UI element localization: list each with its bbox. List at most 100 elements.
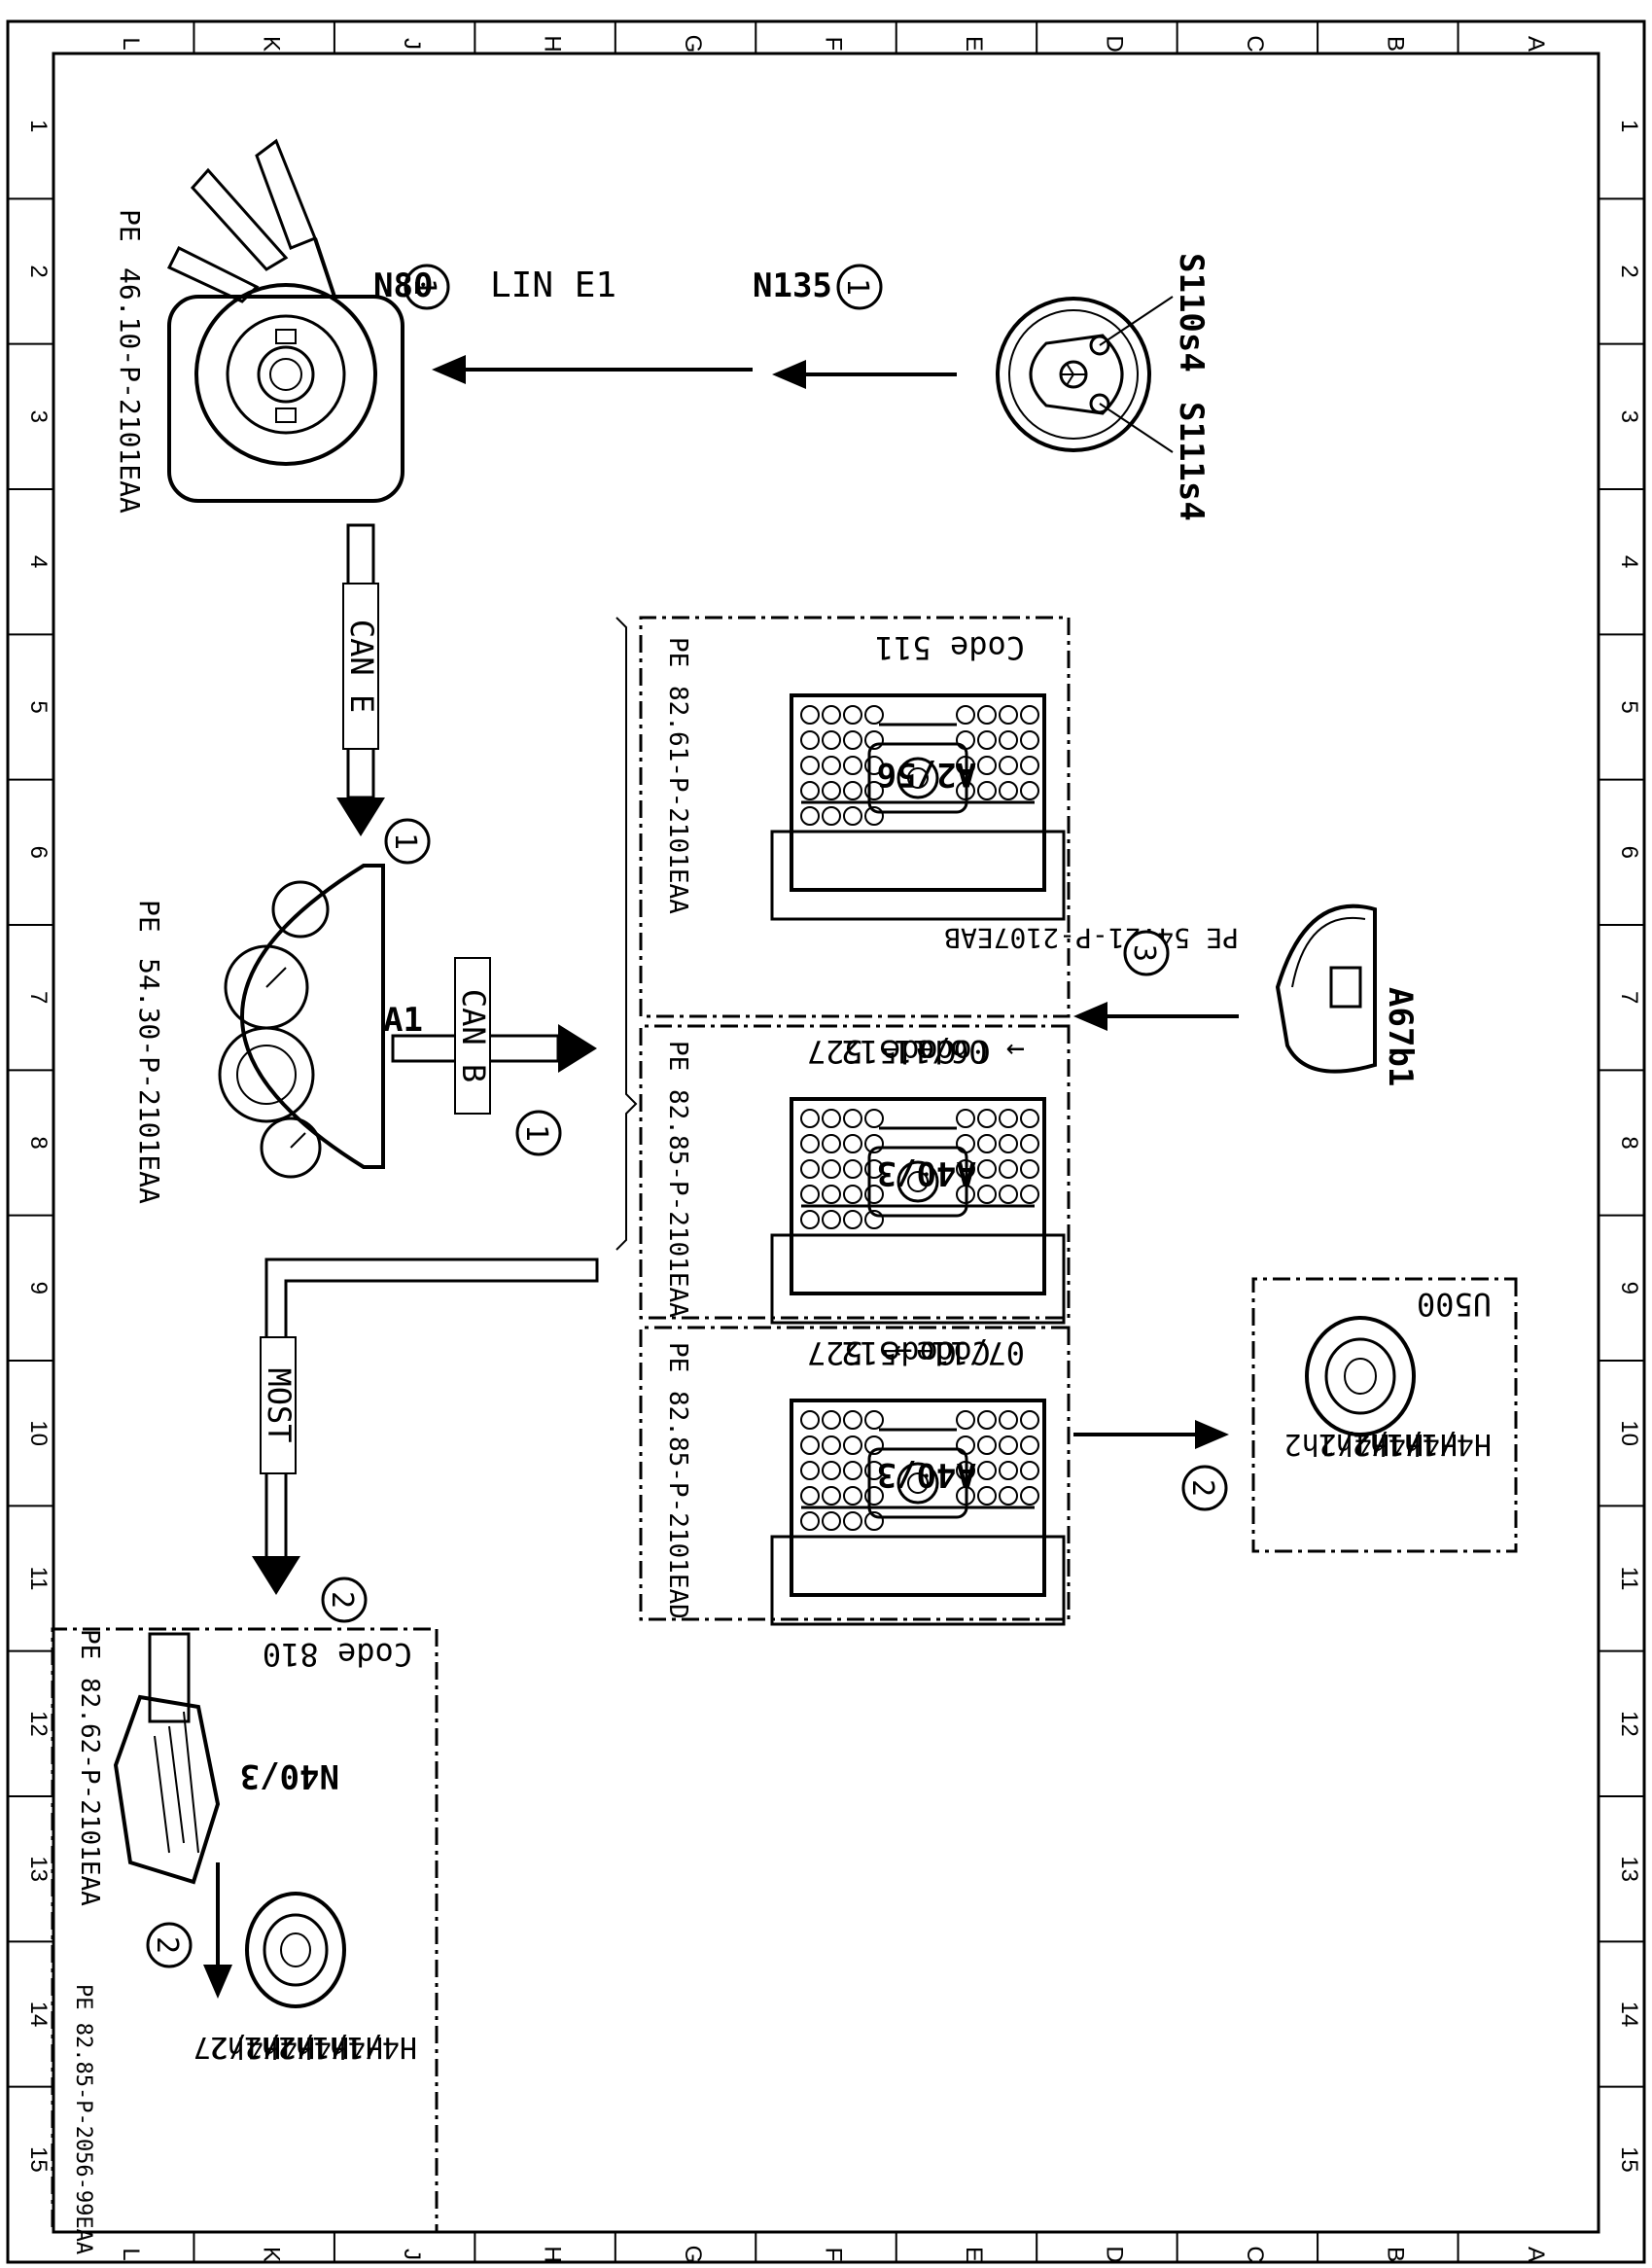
a40-3-late-date: 07/11 →	[894, 1334, 1025, 1371]
marker-1-circle	[384, 818, 431, 865]
a1-reference-prefix: PE	[133, 900, 165, 933]
marker-1-circle	[404, 264, 450, 310]
marker-2-text: 2	[325, 1591, 359, 1609]
most-tag	[260, 1336, 297, 1474]
grid-number-left: 6	[25, 846, 52, 859]
can-b-tag	[454, 957, 491, 1115]
a1-reference: 54.30-P-2101EAA	[133, 958, 165, 1204]
a40-3-early-label: A40/3	[877, 1153, 976, 1192]
a2-56-label: A2/56	[877, 755, 976, 794]
grid-letter-bottom: C	[1242, 2246, 1268, 2262]
grid-number-left: 8	[25, 1136, 52, 1149]
grid-number-left: 10	[25, 1420, 52, 1446]
grid-number-left: 11	[25, 1567, 52, 1591]
grid-letter-bottom: D	[1101, 2246, 1127, 2262]
n135-label: N135	[753, 266, 832, 305]
grid-number-right: 15	[1616, 2146, 1642, 2173]
grid-letter-top: H	[540, 35, 566, 52]
grid-number-right: 8	[1616, 1136, 1642, 1149]
grid-letter-top: K	[259, 36, 285, 52]
marker-1-text: 1	[407, 278, 441, 296]
a67b1-reference-prefix: PE	[1206, 922, 1239, 954]
a2-56-reference-prefix: PE	[663, 637, 692, 667]
marker-2-circle	[146, 1922, 193, 1968]
grid-number-right: 14	[1616, 2002, 1642, 2028]
grid-letter-bottom: J	[399, 2249, 425, 2260]
grid-number-right: 4	[1616, 555, 1642, 568]
grid-number-right: 6	[1616, 846, 1642, 859]
grid-letter-bottom: H	[540, 2246, 566, 2262]
document-number: PE 82.85-P-2056-99EAA	[71, 1984, 95, 2254]
grid-letter-bottom: B	[1382, 2247, 1408, 2262]
a40-3-late-code-1: Code 512	[841, 1334, 991, 1371]
grid-number-right: 9	[1616, 1282, 1642, 1294]
grid-number-left: 3	[25, 410, 52, 423]
a40-3-late-box	[639, 1326, 1071, 1621]
n80-label: N80	[373, 266, 433, 305]
a40-3-late-reference: 82.85-P-2101EAD	[663, 1391, 692, 1619]
a40-3-early-date: → 06/11	[894, 1033, 1025, 1070]
grid-number-left: 12	[25, 1711, 52, 1737]
n40-3-speaker-4: H4/2h2	[210, 2030, 315, 2064]
lin-e1-label: LIN E1	[490, 266, 616, 305]
marker-3-text: 3	[1127, 944, 1161, 962]
grid-number-right: 13	[1616, 1856, 1642, 1882]
n40-3-reference: 82.62-P-2101EAA	[75, 1678, 104, 1906]
microphone-icon	[1275, 904, 1377, 1074]
marker-2-circle	[1181, 1465, 1228, 1511]
s110s4-label: S110s4	[1172, 253, 1211, 372]
most-label: MOST	[261, 1367, 298, 1442]
grid-number-left: 4	[25, 555, 52, 568]
can-b-label: CAN B	[455, 989, 492, 1082]
can-b-bus	[391, 1024, 597, 1073]
marker-1-circle	[515, 1110, 562, 1156]
amp-to-speakers-arrowhead	[203, 1965, 232, 1999]
mic-to-head-unit-arrowhead	[1073, 1002, 1107, 1031]
n80-reference-prefix: PE	[114, 209, 146, 242]
marker-3-circle	[1123, 930, 1170, 976]
a2-56-reference: 82.61-P-2101EAA	[663, 686, 692, 914]
marker-1-text: 1	[519, 1124, 553, 1142]
u500-item-1: H4/1h1	[1387, 1427, 1492, 1461]
grid-letter-bottom: G	[680, 2246, 706, 2264]
speaker-icon	[245, 1892, 346, 2008]
speaker-icon	[1305, 1316, 1416, 1436]
marker-1-text: 1	[840, 278, 874, 296]
n80-reference: 46.10-P-2101EAA	[114, 267, 146, 514]
grid-number-left: 13	[25, 1856, 52, 1882]
grid-ticks	[8, 21, 1644, 2262]
u500-item-2: H4/1h2	[1353, 1427, 1458, 1461]
grid-number-right: 12	[1616, 1711, 1642, 1737]
a40-3-late-reference-prefix: PE	[663, 1342, 692, 1372]
n40-3-code: Code 810	[263, 1636, 412, 1673]
marker-2-text: 2	[150, 1936, 184, 1954]
n40-3-speaker-5: H4/27	[193, 2030, 281, 2064]
grid-letter-bottom: F	[821, 2248, 847, 2262]
grid-letter-bottom: A	[1523, 2247, 1549, 2262]
u500-box	[1251, 1277, 1518, 1553]
grid-letter-top: L	[118, 37, 144, 50]
a40-3-early-reference: 82.85-P-2101EAA	[663, 1089, 692, 1318]
grid-letter-top: G	[680, 35, 706, 53]
n40-3-speaker-2: H4/1h2	[278, 2030, 383, 2064]
outer-frame	[6, 19, 1646, 2264]
s111s4-label: S111s4	[1172, 402, 1211, 521]
inner-frame	[52, 52, 1600, 2234]
grid-letter-top: C	[1242, 35, 1268, 52]
diagram-content: S110s4 S111s4 1 N135 LIN E1 1 N80 PE	[51, 138, 1518, 2254]
grid-letter-bottom: E	[961, 2247, 987, 2262]
n40-3-speaker-3: H4/2h1	[244, 2030, 349, 2064]
u500-label: U500	[1417, 1286, 1492, 1323]
grid-letter-top: D	[1101, 35, 1127, 52]
a40-3-early-box	[639, 1024, 1071, 1320]
lin-e1-arrowhead	[432, 355, 466, 384]
head-unit-icon	[770, 693, 1066, 921]
head-unit-icon	[770, 1399, 1066, 1626]
head-unit-to-u500-arrowhead	[1195, 1420, 1229, 1449]
grid-number-left: 5	[25, 700, 52, 713]
grid-number-right: 11	[1616, 1567, 1642, 1591]
grid-number-right: 10	[1616, 1420, 1642, 1446]
a40-3-early-code-2: Code 527	[807, 1033, 957, 1070]
